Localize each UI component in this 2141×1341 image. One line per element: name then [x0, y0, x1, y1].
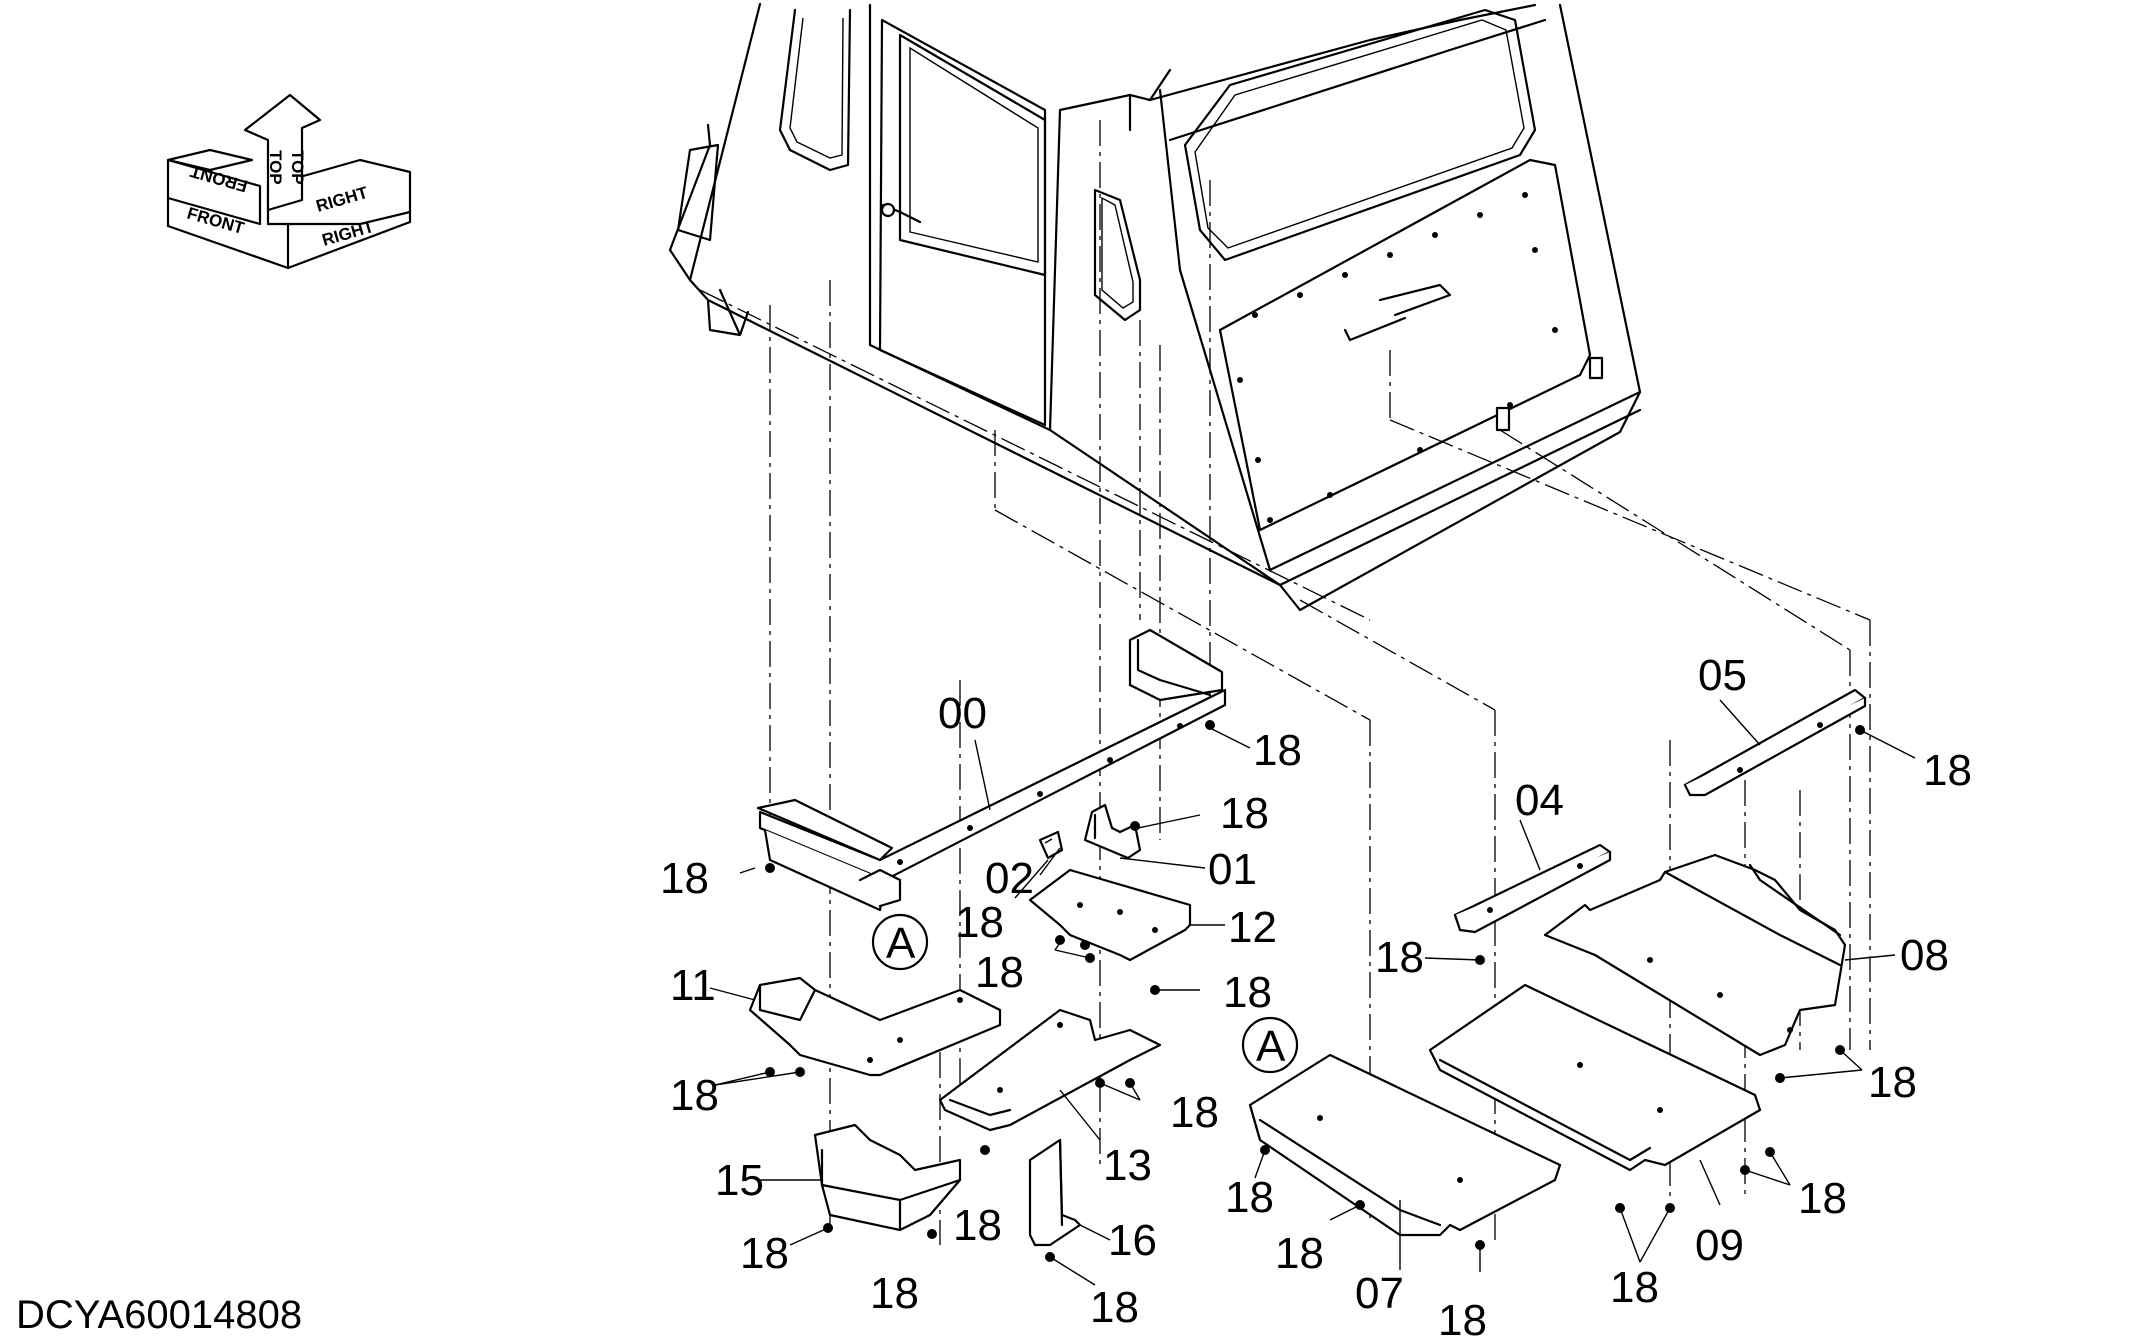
diagram-code: DCYA60014808 [16, 1293, 302, 1337]
orientation-arrows: FRONT FRONT TOP TOP RIGHT RIGHT [166, 93, 412, 270]
part-04-rail [1453, 843, 1612, 934]
callout-18-g: 18 [670, 1071, 719, 1120]
cab-door-window [898, 33, 1047, 277]
part-05-rail [1683, 688, 1867, 797]
callout-18-s: 18 [1610, 1263, 1659, 1312]
detail-a-marker-2: A [1241, 1016, 1299, 1074]
callout-16: 16 [1108, 1216, 1157, 1265]
top-arrow-shape [243, 93, 322, 212]
part-08-plate [1543, 853, 1847, 1057]
part-11-plate [748, 976, 1002, 1077]
callout-08: 08 [1900, 931, 1949, 980]
part-01-bracket [1083, 803, 1142, 860]
cab-outline [688, 2, 1642, 612]
callout-18-i: 18 [953, 1201, 1002, 1250]
part-00-frame [756, 628, 1227, 912]
part-02-bracket [1038, 830, 1064, 860]
callout-18-q: 18 [1225, 1173, 1274, 1222]
leader-lines [709, 699, 1916, 1286]
callout-18-h: 18 [1170, 1088, 1219, 1137]
callout-18-m: 18 [1923, 746, 1972, 795]
cab-door [878, 18, 1047, 427]
callout-02: 02 [985, 854, 1034, 903]
callout-12: 12 [1228, 903, 1277, 952]
callout-00: 00 [938, 689, 987, 738]
detail-a-label-1: A [886, 919, 916, 968]
cab-rear-panel [1218, 158, 1592, 532]
detail-a-label-2: A [1256, 1022, 1286, 1071]
callout-05: 05 [1698, 651, 1747, 700]
cab-rear-window [1183, 8, 1537, 262]
callout-18-r: 18 [1275, 1229, 1324, 1278]
cab-front-small-window [1093, 188, 1142, 322]
callout-18-n: 18 [1375, 933, 1424, 982]
callout-18-a: 18 [1253, 726, 1302, 775]
part-16-bracket [1028, 1138, 1082, 1247]
callout-09: 09 [1695, 1221, 1744, 1270]
callout-18-l: 18 [1090, 1283, 1139, 1332]
top-label: TOP [266, 150, 285, 185]
callout-18-e: 18 [975, 948, 1024, 997]
callout-04: 04 [1515, 776, 1564, 825]
detail-a-marker-1: A [871, 913, 929, 971]
callout-18-d: 18 [955, 898, 1004, 947]
callout-15: 15 [715, 1156, 764, 1205]
callout-18-f: 18 [1223, 968, 1272, 1017]
callout-18-c: 18 [660, 854, 709, 903]
callout-18-o: 18 [1868, 1058, 1917, 1107]
part-13-plate [938, 1008, 1162, 1132]
top-label-2: TOP [288, 150, 307, 185]
part-12-plate [1028, 868, 1192, 962]
callout-18-b: 18 [1220, 789, 1269, 838]
callout-18-t: 18 [1438, 1296, 1487, 1341]
callout-01: 01 [1208, 845, 1257, 894]
cab-left-window [778, 8, 852, 172]
cab-panel-holes [1237, 192, 1558, 523]
part-15-box [813, 1123, 962, 1232]
cab-assembly [668, 2, 1642, 612]
callout-07: 07 [1355, 1269, 1404, 1318]
callout-18-k: 18 [870, 1269, 919, 1318]
frame-bolt-holes [897, 723, 1183, 865]
assembly-center-lines [699, 120, 1871, 1245]
callout-18-p: 18 [1798, 1174, 1847, 1223]
callout-18-j: 18 [740, 1229, 789, 1278]
part-09-plate [1428, 983, 1762, 1172]
callout-11: 11 [670, 961, 716, 1010]
callout-labels: 00 18 18 18 01 02 18 12 18 18 11 18 18 1… [660, 651, 1972, 1341]
front-arrow-shape [166, 158, 262, 226]
callout-13: 13 [1103, 1141, 1152, 1190]
